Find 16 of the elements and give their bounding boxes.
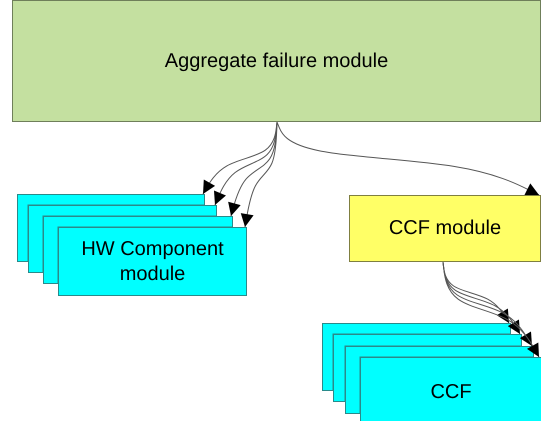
arrow [442,262,532,346]
module-box [360,357,541,421]
arrow [240,122,278,228]
stacked-box [333,334,522,402]
module-box [349,195,541,262]
stacked-box [43,216,233,284]
module-box [58,227,247,296]
module-box [12,0,541,122]
arrow [276,122,540,196]
module-label: CCF [430,380,472,404]
stacked-box [345,346,534,414]
module-label: Aggregate failure module [164,48,388,74]
arrow [202,122,278,194]
module-label: HW Component module [80,236,225,286]
module-label: CCF module [388,216,502,241]
arrow [442,262,540,358]
